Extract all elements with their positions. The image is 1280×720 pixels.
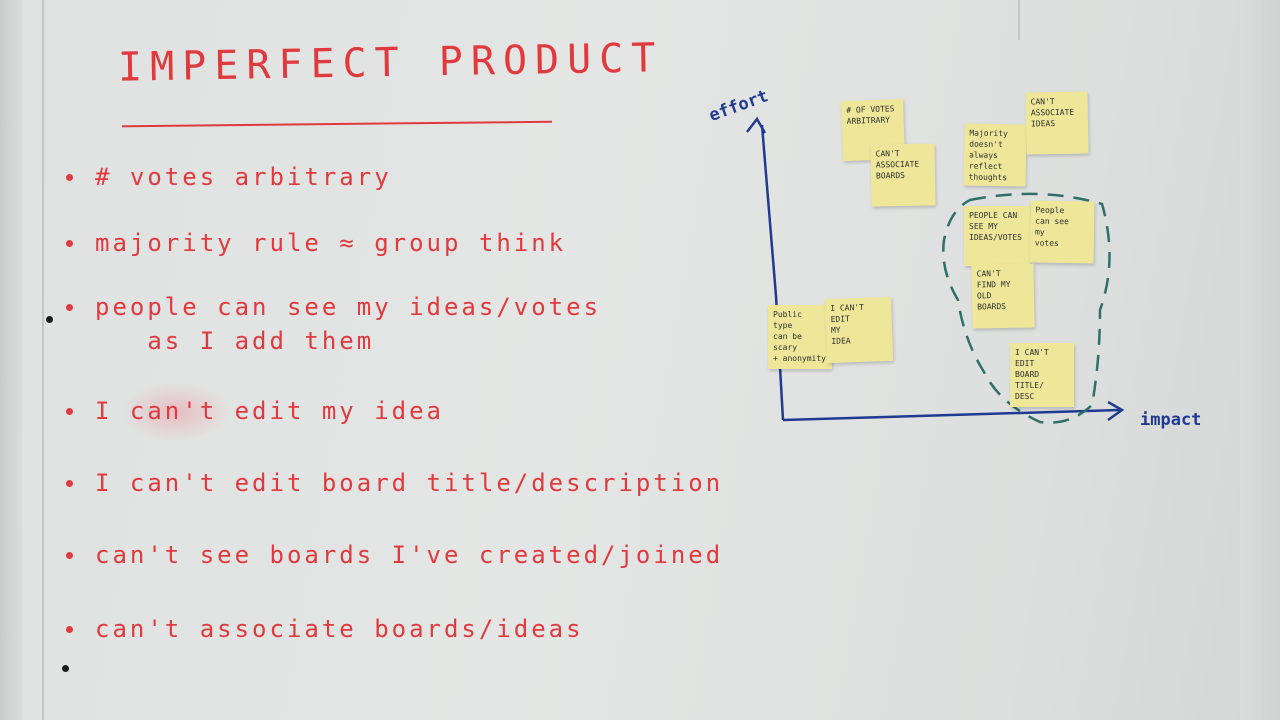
bullet-dot	[66, 480, 73, 487]
sticky-note-public-type: Public type can be scary + anonymity	[768, 305, 832, 369]
bullet-text: people can see my ideas/votes as I add t…	[95, 293, 602, 355]
bullet-people-can-see: people can see my ideas/votes as I add t…	[66, 290, 601, 358]
bullet-text: I can't edit my idea	[95, 397, 444, 425]
sticky-note-cant-associate-ideas: CAN'T ASSOCIATE IDEAS	[1025, 91, 1089, 155]
bullet-dot	[66, 240, 73, 247]
sticky-note-cant-find-boards: CAN'T FIND MY OLD BOARDS	[971, 263, 1035, 329]
bullet-dot	[66, 304, 73, 311]
bullet-cant-edit-idea: I can't edit my idea	[66, 394, 444, 428]
margin-dot	[62, 665, 69, 672]
sticky-note-cant-edit-board: I CAN'T EDIT BOARD TITLE/ DESC	[1010, 343, 1074, 407]
bullet-dot	[66, 408, 73, 415]
x-axis-label: impact	[1140, 410, 1202, 430]
bullet-votes-arbitrary: # votes arbitrary	[66, 160, 392, 194]
high-impact-cluster-outline	[942, 192, 1111, 424]
bullet-dot	[66, 626, 73, 633]
bullet-text: can't associate boards/ideas	[95, 615, 584, 643]
bullet-text: majority rule ≈ group think	[95, 229, 567, 257]
sticky-note-people-can-see-votes: People can see my votes	[1029, 200, 1095, 264]
bullet-dot	[66, 552, 73, 559]
sticky-note-cant-edit-idea: I CAN'T EDIT MY IDEA	[824, 296, 894, 364]
board-frame-right	[1240, 0, 1280, 720]
sticky-note-people-can-see-ideas: PEOPLE CAN SEE MY IDEAS/VOTES	[964, 206, 1030, 266]
board-seam-left	[42, 0, 44, 720]
margin-dot	[46, 316, 53, 323]
y-axis-line	[760, 124, 785, 421]
bullet-majority-rule: majority rule ≈ group think	[66, 226, 566, 260]
bullet-cant-associate: can't associate boards/ideas	[66, 612, 584, 646]
bullet-cant-edit-board: I can't edit board title/description	[66, 466, 723, 500]
bullet-text: # votes arbitrary	[95, 163, 392, 191]
x-axis-line	[782, 408, 1121, 422]
board-seam-top	[1018, 0, 1020, 40]
x-axis-arrow-icon	[1107, 400, 1125, 422]
y-axis-arrow-icon	[746, 116, 767, 134]
bullet-dot	[66, 174, 73, 181]
bullet-cant-see-boards: can't see boards I've created/joined	[66, 538, 723, 572]
bullet-text: I can't edit board title/description	[95, 469, 724, 497]
sticky-note-cant-associate-boards: CAN'T ASSOCIATE BOARDS	[870, 143, 936, 207]
bullet-text: can't see boards I've created/joined	[95, 541, 724, 569]
board-frame-left	[0, 0, 22, 720]
eraser-smudge	[120, 382, 230, 442]
sticky-note-majority-doesnt: Majority doesn't always reflect thoughts…	[963, 123, 1027, 187]
